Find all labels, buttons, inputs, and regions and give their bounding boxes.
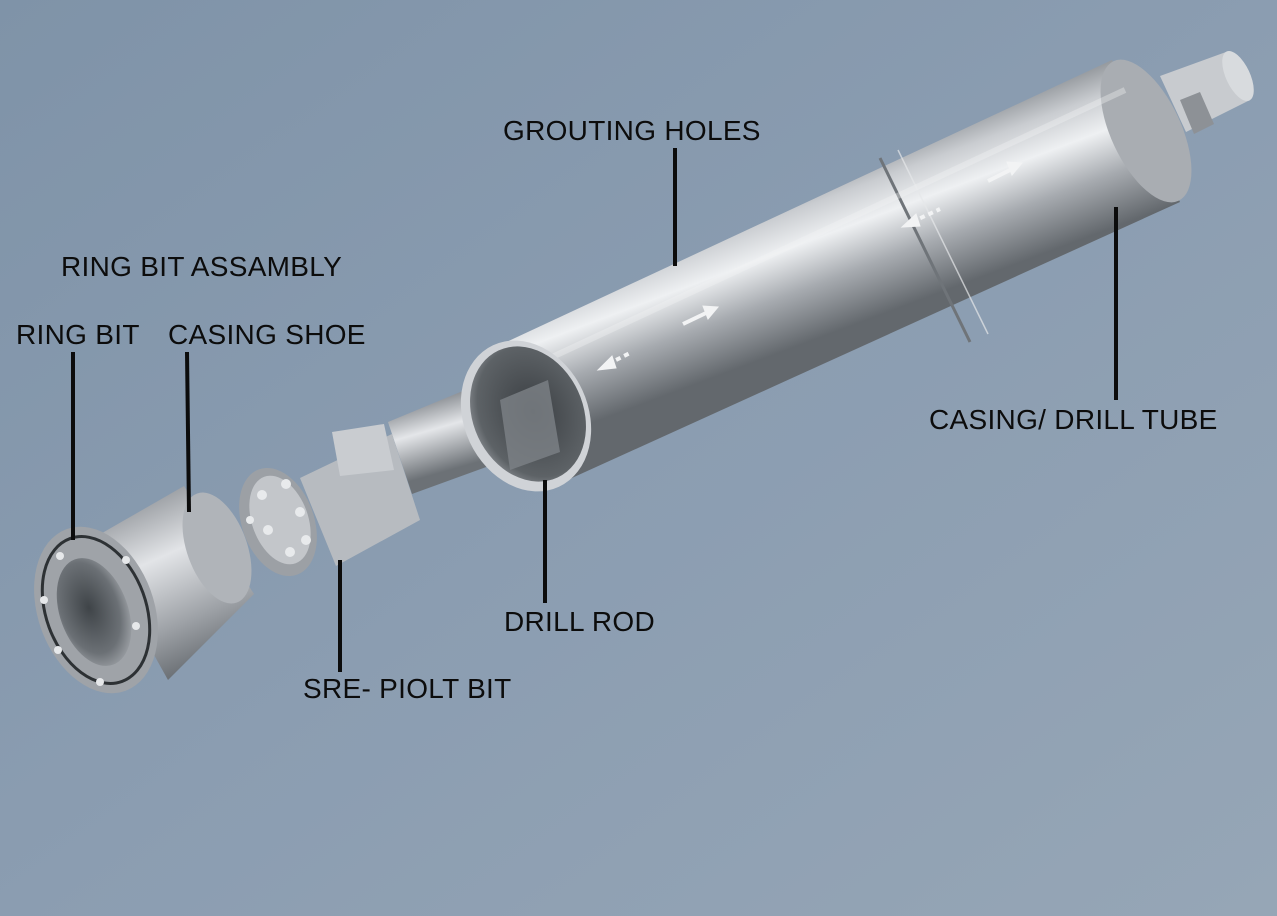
ring-bit-assembly [34,486,254,694]
drill-rod-label: DRILL ROD [504,606,656,637]
casing-drill-tube-label: CASING/ DRILL TUBE [929,404,1218,435]
grouting-hole-arrows [596,161,1024,371]
grouting-holes-label: GROUTING HOLES [503,115,761,146]
casing-mouth [460,340,592,492]
ring-bit-assembly-label: RING BIT ASSAMBLY [61,251,343,282]
ring-bit-label: RING BIT [16,319,140,350]
casing-shoe-label: CASING SHOE [168,319,366,350]
casing-shoe-leader [185,351,191,513]
leader-lines [71,148,1118,672]
pilot-bit [239,424,420,577]
pilot-bit-label: SRE- PIOLT BIT [303,673,512,704]
